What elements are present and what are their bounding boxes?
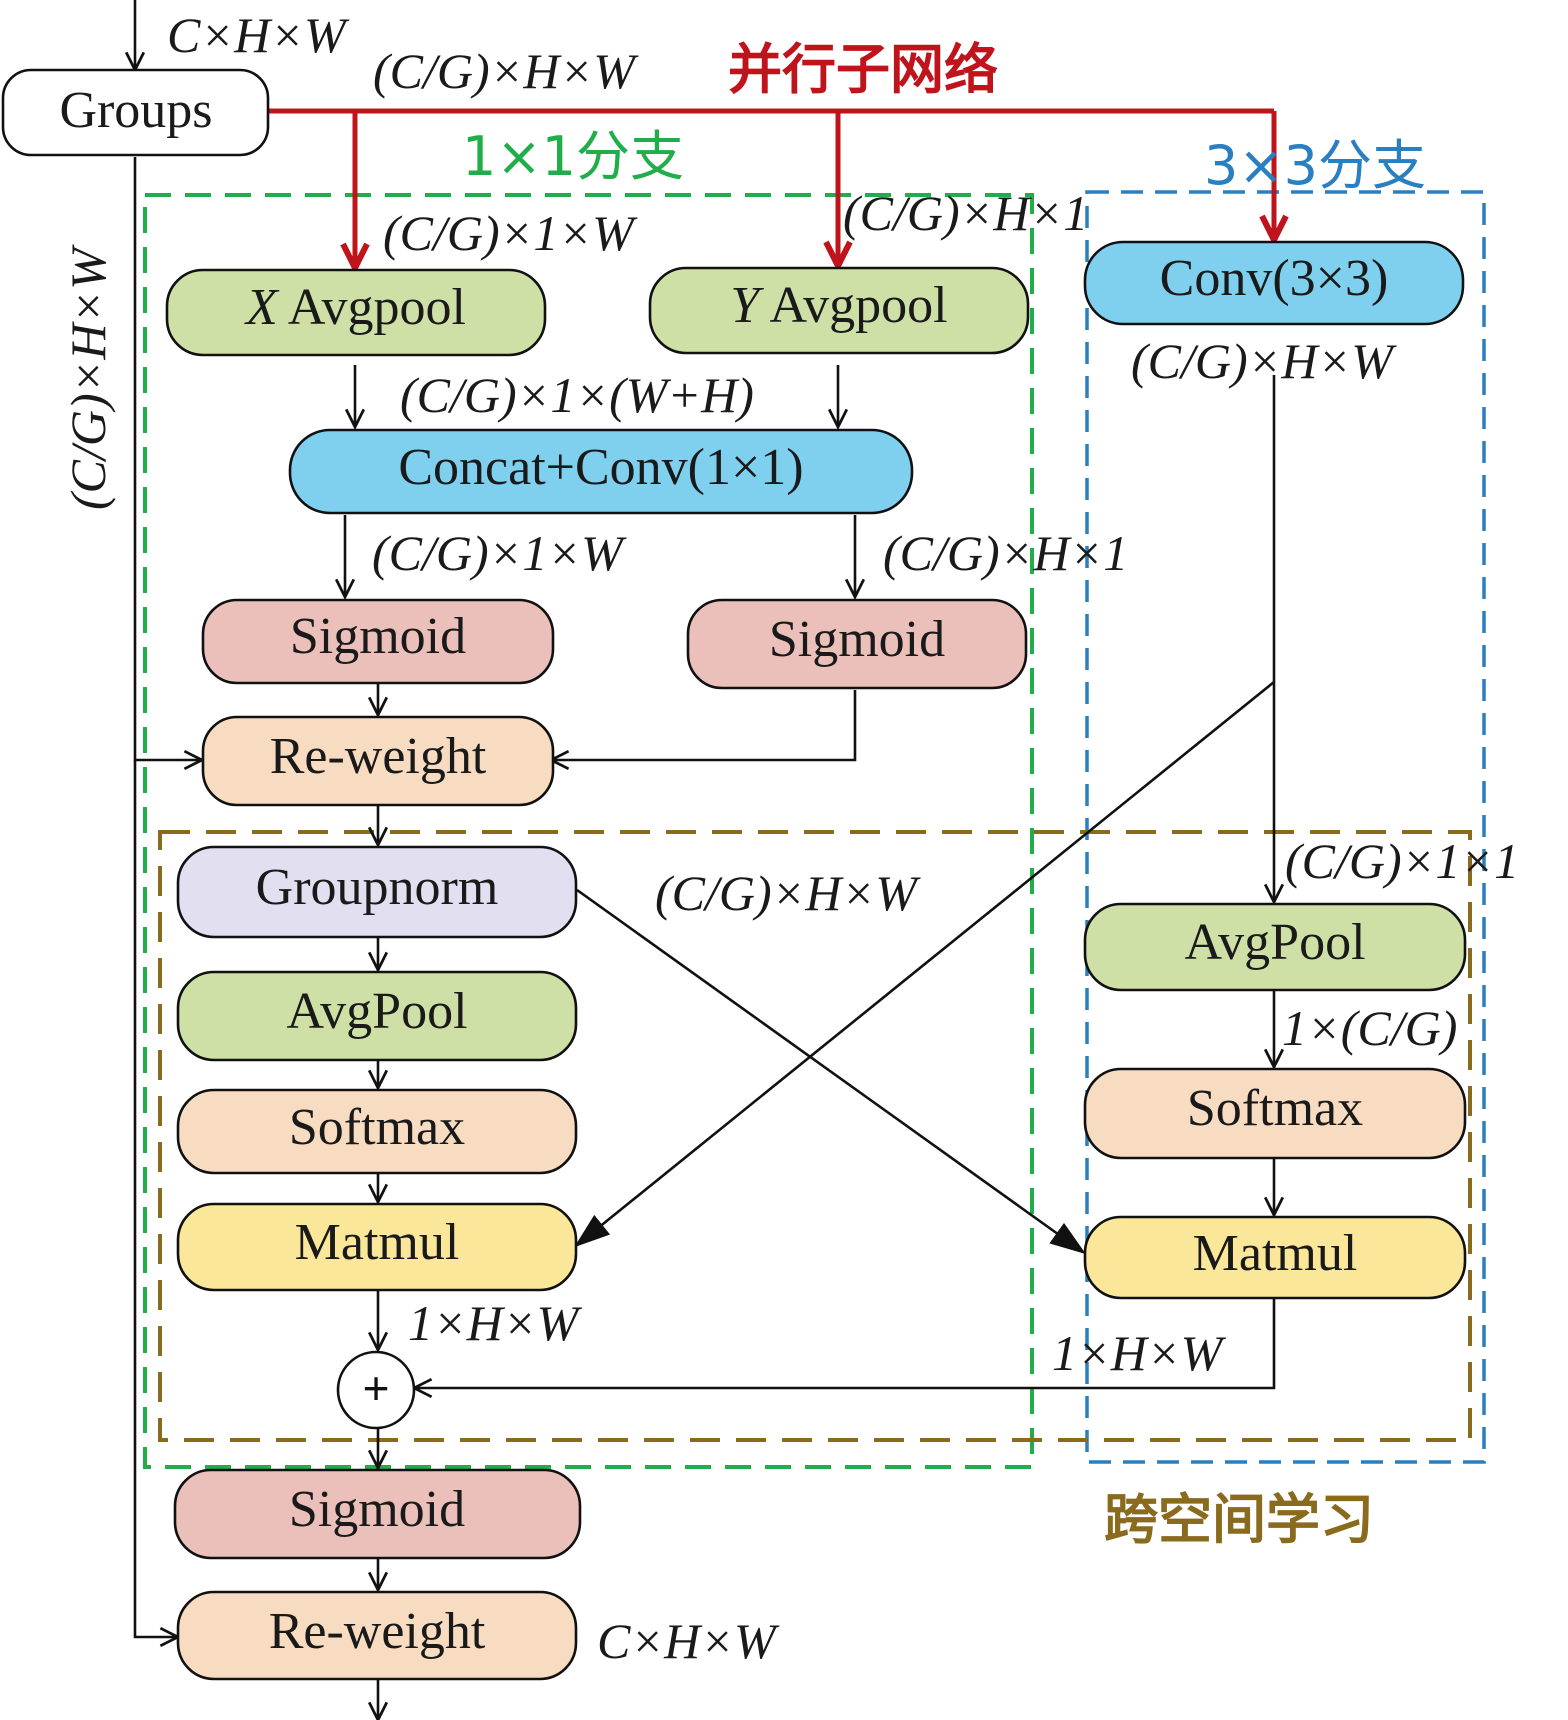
sigmoid-right-label: Sigmoid — [769, 611, 945, 668]
dim-softmax-right-in: 1×(C/G) — [1282, 1000, 1457, 1056]
softmax-left-node: Softmax — [176, 1088, 578, 1175]
concat-conv-node: Concat+Conv(1×1) — [288, 428, 914, 515]
softmax-right-label: Softmax — [1187, 1080, 1363, 1137]
matmul-right-label: Matmul — [1193, 1225, 1358, 1282]
groups-node: Groups — [1, 68, 270, 157]
connector-lines — [135, 0, 1274, 1720]
cross-spatial-box — [158, 830, 1472, 1442]
reweight-top-node: Re-weight — [201, 715, 555, 807]
x-avgpool-label: X Avgpool — [244, 279, 466, 336]
dim-matmul-left-out: 1×H×W — [408, 1295, 583, 1351]
x-avgpool-node: X Avgpool — [165, 268, 547, 357]
reweight-bottom-node: Re-weight — [176, 1590, 578, 1681]
sigmoid-bottom-node: Sigmoid — [173, 1468, 582, 1560]
avgpool-left-label: AvgPool — [286, 983, 467, 1040]
plus-node: + — [336, 1350, 416, 1430]
dim-left-vertical: (C/G)×H×W — [60, 244, 116, 510]
dim-split-left: (C/G)×1×W — [372, 525, 627, 581]
dim-group: (C/G)×H×W — [373, 43, 639, 99]
matmul-right-node: Matmul — [1083, 1215, 1467, 1300]
branch-1x1-box — [143, 193, 1034, 1469]
softmax-right-node: Softmax — [1083, 1067, 1467, 1160]
label-branch-1x1: 1×1分支 — [462, 125, 684, 188]
dim-x-pool: (C/G)×1×W — [383, 205, 638, 261]
reweight-top-label: Re-weight — [270, 728, 487, 785]
y-avgpool-label: Y Avgpool — [730, 277, 947, 334]
conv3x3-node: Conv(3×3) — [1083, 240, 1465, 326]
avgpool-right-node: AvgPool — [1083, 902, 1467, 992]
sigmoid-left-label: Sigmoid — [290, 608, 466, 665]
dim-matmul-right-out: 1×H×W — [1052, 1325, 1227, 1381]
label-branch-3x3: 3×3分支 — [1204, 134, 1426, 197]
dim-concat-in: (C/G)×1×(W+H) — [400, 367, 754, 423]
dim-split-right: (C/G)×H×1 — [883, 525, 1128, 581]
concat-conv-label: Concat+Conv(1×1) — [398, 439, 803, 496]
dim-cross-mid: (C/G)×H×W — [655, 865, 921, 921]
reweight-bottom-label: Re-weight — [269, 1603, 486, 1660]
conv3x3-label: Conv(3×3) — [1160, 250, 1389, 307]
label-parallel-subnetwork: 并行子网络 — [728, 38, 998, 101]
dim-output: C×H×W — [597, 1613, 780, 1669]
softmax-left-label: Softmax — [289, 1099, 465, 1156]
branch-3x3-box — [1085, 190, 1486, 1464]
avgpool-right-label: AvgPool — [1184, 914, 1365, 971]
sigmoid-right-node: Sigmoid — [686, 598, 1028, 690]
sigmoid-bottom-label: Sigmoid — [289, 1481, 465, 1538]
matmul-left-label: Matmul — [295, 1214, 460, 1271]
label-cross-spatial-learning: 跨空间学习 — [1104, 1488, 1374, 1551]
y-avgpool-node: Y Avgpool — [648, 266, 1030, 355]
parallel-arrows — [268, 108, 1274, 268]
groupnorm-node: Groupnorm — [176, 845, 578, 939]
dim-input: C×H×W — [167, 7, 350, 63]
avgpool-left-node: AvgPool — [176, 970, 578, 1062]
matmul-left-node: Matmul — [176, 1202, 578, 1292]
dim-avgpool-right-in: (C/G)×1×1 — [1285, 833, 1519, 889]
groups-label: Groups — [59, 82, 212, 139]
plus-sign: + — [363, 1362, 390, 1414]
dim-y-pool: (C/G)×H×1 — [843, 185, 1088, 241]
sigmoid-left-node: Sigmoid — [201, 598, 555, 685]
groupnorm-label: Groupnorm — [256, 859, 499, 916]
dim-conv3-out: (C/G)×H×W — [1131, 333, 1397, 389]
